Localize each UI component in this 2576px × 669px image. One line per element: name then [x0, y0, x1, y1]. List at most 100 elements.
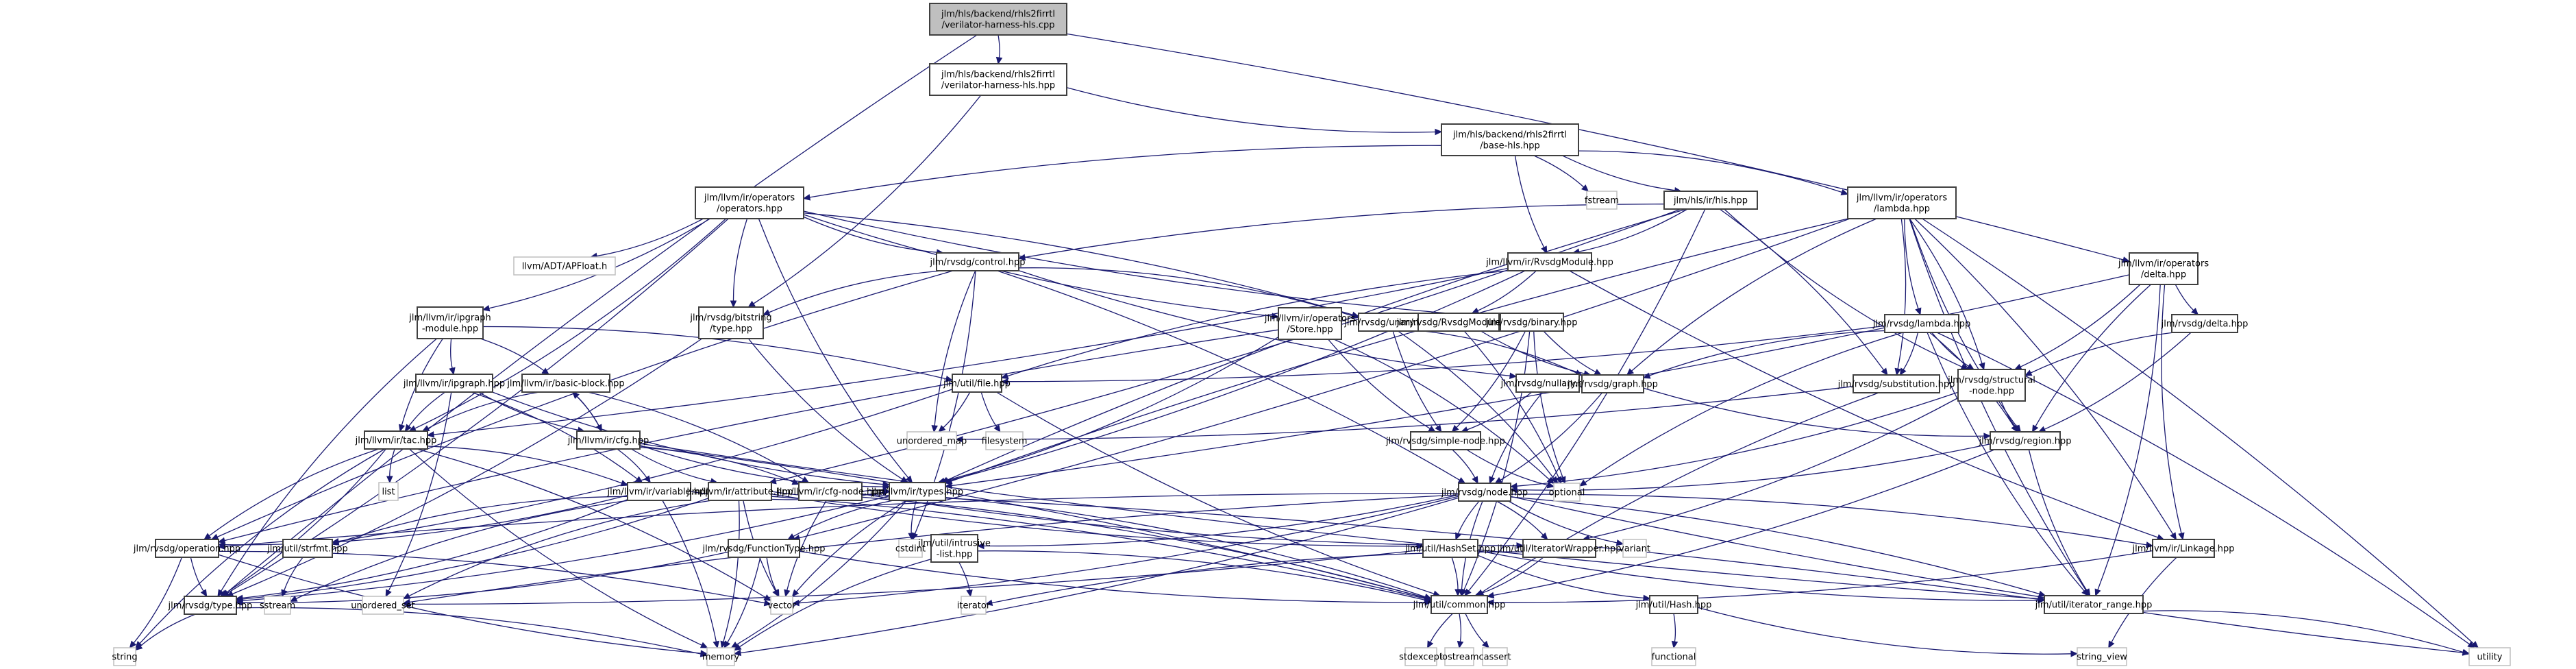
node-structural-node[interactable]: jlm/rvsdg/structural-node.hpp — [1947, 369, 2035, 402]
node-function-type[interactable]: jlm/rvsdg/FunctionType.hpp — [702, 539, 826, 558]
node-iostream: iostream — [1439, 647, 1479, 666]
nodes-layer: jlm/hls/backend/rhls2firrtl/verilator-ha… — [112, 3, 2511, 666]
node-operators[interactable]: jlm/llvm/ir/operators/operators.hpp — [695, 186, 804, 219]
node-file[interactable]: jlm/util/file.hpp — [943, 374, 1011, 393]
node-common[interactable]: jlm/util/common.hpp — [1413, 595, 1506, 614]
arrowhead-icon — [2014, 363, 2022, 370]
arrowhead-icon — [385, 589, 392, 598]
node-hashset[interactable]: jlm/util/HashSet.hpp — [1404, 539, 1496, 558]
arrowhead-icon — [1486, 592, 1495, 599]
node-cfg[interactable]: jlm/llvm/ir/cfg.hpp — [567, 430, 649, 450]
node-root[interactable]: jlm/hls/backend/rhls2firrtl/verilator-ha… — [929, 3, 1067, 36]
arrowhead-icon — [882, 487, 891, 494]
node-llvm-rvsdgmodule[interactable]: jlm/llvm/ir/RvsdgModule.hpp — [1485, 252, 1613, 271]
node-base-hls[interactable]: jlm/hls/backend/rhls2firrtl/base-hls.hpp — [1441, 123, 1579, 156]
node-box — [1847, 186, 1957, 219]
node-op-delta[interactable]: jlm/llvm/ir/operators/delta.hpp — [2118, 252, 2209, 285]
node-unary[interactable]: jlm/rvsdg/unary.hpp — [1343, 313, 1433, 332]
node-box — [521, 374, 610, 393]
node-nullary[interactable]: jlm/rvsdg/nullary.hpp — [1500, 374, 1595, 393]
node-node[interactable]: jlm/rvsdg/node.hpp — [1441, 483, 1528, 502]
node-label: -node.hpp — [1969, 387, 2014, 397]
node-variable[interactable]: jlm/llvm/ir/variable.hpp — [607, 482, 711, 501]
arrowhead-icon — [620, 480, 629, 487]
edge-base_hls-to-llvm_rvsdgmodule — [1514, 155, 1548, 254]
node-label: jlm/rvsdg/type.hpp — [168, 601, 253, 611]
node-linkage[interactable]: jlm/llvm/ir/Linkage.hpp — [2131, 539, 2235, 558]
edge-tac-to-rvsdg_type — [219, 448, 386, 597]
node-box — [2468, 647, 2511, 666]
node-box — [936, 252, 1019, 271]
node-op-store[interactable]: jlm/llvm/ir/operators/Store.hpp — [1264, 307, 1355, 340]
node-box — [1957, 369, 2026, 402]
edge-strfmt-to-sstream — [281, 557, 304, 598]
edge-binary-to-optional — [1533, 330, 1566, 485]
arrowhead-icon — [945, 376, 954, 382]
node-vh-hpp[interactable]: jlm/hls/backend/rhls2firrtl/verilator-ha… — [929, 63, 1067, 96]
node-ipgraph[interactable]: jlm/llvm/ir/ipgraph.hpp — [403, 374, 505, 393]
edge-intrusive_list-to-common — [977, 550, 1433, 603]
edge-operators-to-bitstring_type — [730, 218, 748, 308]
edge-variable-to-sstream — [289, 500, 630, 602]
arrowhead-icon — [791, 599, 800, 607]
node-box — [1444, 647, 1474, 666]
node-graph[interactable]: jlm/rvsdg/graph.hpp — [1567, 374, 1658, 393]
node-iterator-wrapper[interactable]: jlm/util/IteratorWrapper.hpp — [1497, 539, 1622, 558]
node-cfg-node[interactable]: jlm/llvm/ir/cfg-node.hpp — [776, 482, 884, 501]
edge-simple_node-to-optional — [1466, 449, 1555, 489]
node-bitstring-type[interactable]: jlm/rvsdg/bitstring/type.hpp — [689, 306, 772, 339]
arrowhead-icon — [210, 533, 219, 540]
node-control[interactable]: jlm/rvsdg/control.hpp — [930, 252, 1026, 271]
node-basic-block[interactable]: jlm/llvm/ir/basic-block.hpp — [506, 374, 625, 393]
node-simple-node[interactable]: jlm/rvsdg/simple-node.hpp — [1385, 431, 1505, 450]
edge-rvsdg_type-to-memory — [236, 607, 708, 657]
node-hls[interactable]: jlm/hls/ir/hls.hpp — [1663, 191, 1758, 210]
edge-base_hls-to-fstream — [1533, 155, 1589, 192]
node-label: jlm/hls/backend/rhls2firrtl — [1452, 130, 1567, 141]
edge-operators-to-op_store — [803, 214, 1280, 319]
node-variant: variant — [1619, 539, 1650, 558]
edge-op_lambda-to-rvsdg_lambda — [1904, 218, 1922, 316]
node-rvsdg-lambda[interactable]: jlm/rvsdg/lambda.hpp — [1872, 314, 1971, 333]
node-stdexcept: stdexcept — [1399, 647, 1443, 666]
node-box — [1431, 595, 1488, 614]
node-strfmt[interactable]: jlm/util/strfmt.hpp — [267, 539, 348, 558]
edge-binary-to-simple_node — [1451, 330, 1526, 433]
node-iterator-range[interactable]: jlm/util/iterator_range.hpp — [2035, 595, 2153, 614]
edge-op_delta-to-region — [2031, 284, 2151, 433]
node-label: jlm/llvm/ir/tac.hpp — [355, 436, 437, 446]
node-label: jlm/llvm/ir/cfg-node.hpp — [776, 487, 884, 498]
node-label: jlm/llvm/ir/cfg.hpp — [567, 436, 649, 446]
arrowhead-icon — [905, 475, 913, 483]
node-binary[interactable]: jlm/rvsdg/binary.hpp — [1485, 313, 1578, 332]
node-sstream: sstream — [260, 596, 295, 615]
node-label: jlm/llvm/ir/ipgraph.hpp — [403, 379, 505, 389]
arrowhead-icon — [699, 650, 708, 657]
node-region[interactable]: jlm/rvsdg/region.hpp — [1979, 431, 2072, 450]
node-tac[interactable]: jlm/llvm/ir/tac.hpp — [355, 430, 437, 450]
node-box — [1663, 191, 1758, 210]
edge-ipgraph-to-cfg — [478, 391, 586, 433]
node-op-lambda[interactable]: jlm/llvm/ir/operators/lambda.hpp — [1847, 186, 1957, 219]
edge-node-to-iterator_wrapper — [1496, 500, 1548, 540]
node-rvsdg-type[interactable]: jlm/rvsdg/type.hpp — [168, 596, 253, 615]
node-label: vector — [767, 601, 796, 611]
edge-node-to-linkage — [1510, 494, 2154, 548]
node-intrusive-list[interactable]: jlm/util/intrusive-list.hpp — [917, 534, 991, 563]
node-rvsdg-rvsdgmodule[interactable]: jlm/rvsdg/RvsdgModule.hpp — [1396, 313, 1521, 332]
node-label: utility — [2477, 653, 2503, 663]
edge-ipgraph_module-to-file — [482, 326, 954, 382]
node-ipgraph-module[interactable]: jlm/llvm/ir/ipgraph-module.hpp — [408, 306, 491, 339]
edge-op_lambda-to-linkage — [1914, 218, 2177, 541]
node-attribute[interactable]: jlm/llvm/ir/attribute.hpp — [686, 482, 793, 501]
arrowhead-icon — [730, 300, 737, 308]
node-hash[interactable]: jlm/util/Hash.hpp — [1635, 595, 1712, 614]
node-substitution[interactable]: jlm/rvsdg/substitution.hpp — [1837, 374, 1955, 393]
node-rvsdg-delta[interactable]: jlm/rvsdg/delta.hpp — [2161, 314, 2249, 333]
node-types[interactable]: jlm/llvm/ir/types.hpp — [871, 482, 963, 501]
node-label: /type.hpp — [710, 324, 752, 334]
edge-llvm_rvsdgmodule-to-tac — [426, 267, 1509, 438]
node-operation[interactable]: jlm/rvsdg/operation.hpp — [133, 539, 240, 558]
arrowhead-icon — [1351, 313, 1360, 319]
node-box — [929, 3, 1067, 36]
